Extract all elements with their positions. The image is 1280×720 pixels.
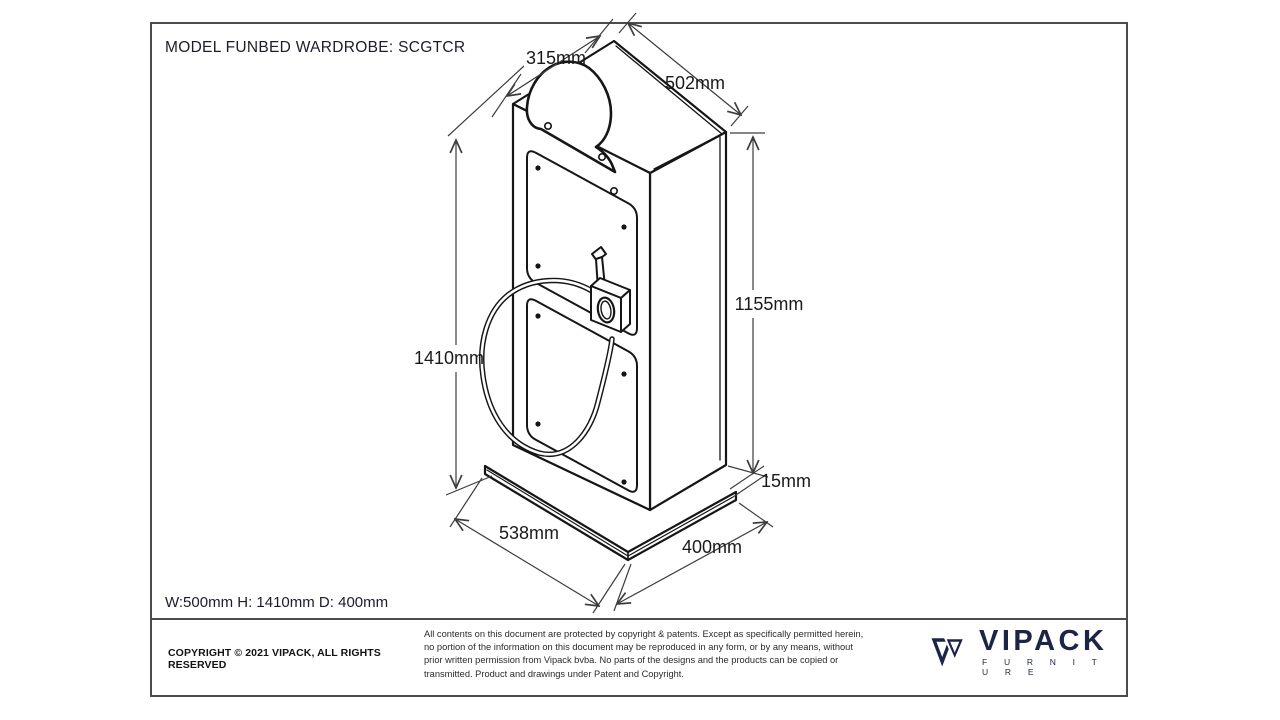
title-block-footer: COPYRIGHT © 2021 VIPACK, ALL RIGHTS RESE… bbox=[152, 618, 1126, 695]
legal-line: transmitted. Product and drawings under … bbox=[424, 668, 684, 679]
legal-disclaimer: All contents on this document are protec… bbox=[424, 628, 870, 681]
legal-line: prior written permission from Vipack bvb… bbox=[424, 655, 839, 666]
drawing-sheet-frame: MODEL FUNBED WARDROBE: SCGTCR W:500mm H:… bbox=[150, 22, 1128, 697]
model-title: MODEL FUNBED WARDROBE: SCGTCR bbox=[165, 39, 466, 56]
legal-line: no portion of the information on this do… bbox=[424, 642, 853, 653]
overall-dimensions-text: W:500mm H: 1410mm D: 400mm bbox=[165, 594, 389, 611]
copyright-text: COPYRIGHT © 2021 VIPACK, ALL RIGHTS RESE… bbox=[168, 647, 381, 671]
legal-line: All contents on this document are protec… bbox=[424, 629, 864, 639]
vipack-logo-mark-icon bbox=[931, 636, 966, 666]
vipack-logo-text: VIPACK F U R N I T U R E bbox=[979, 626, 1126, 677]
brand-name: VIPACK bbox=[979, 625, 1108, 657]
brand-tagline: F U R N I T U R E bbox=[982, 657, 1104, 677]
vipack-logo: VIPACK F U R N I T U R E bbox=[930, 626, 1126, 677]
